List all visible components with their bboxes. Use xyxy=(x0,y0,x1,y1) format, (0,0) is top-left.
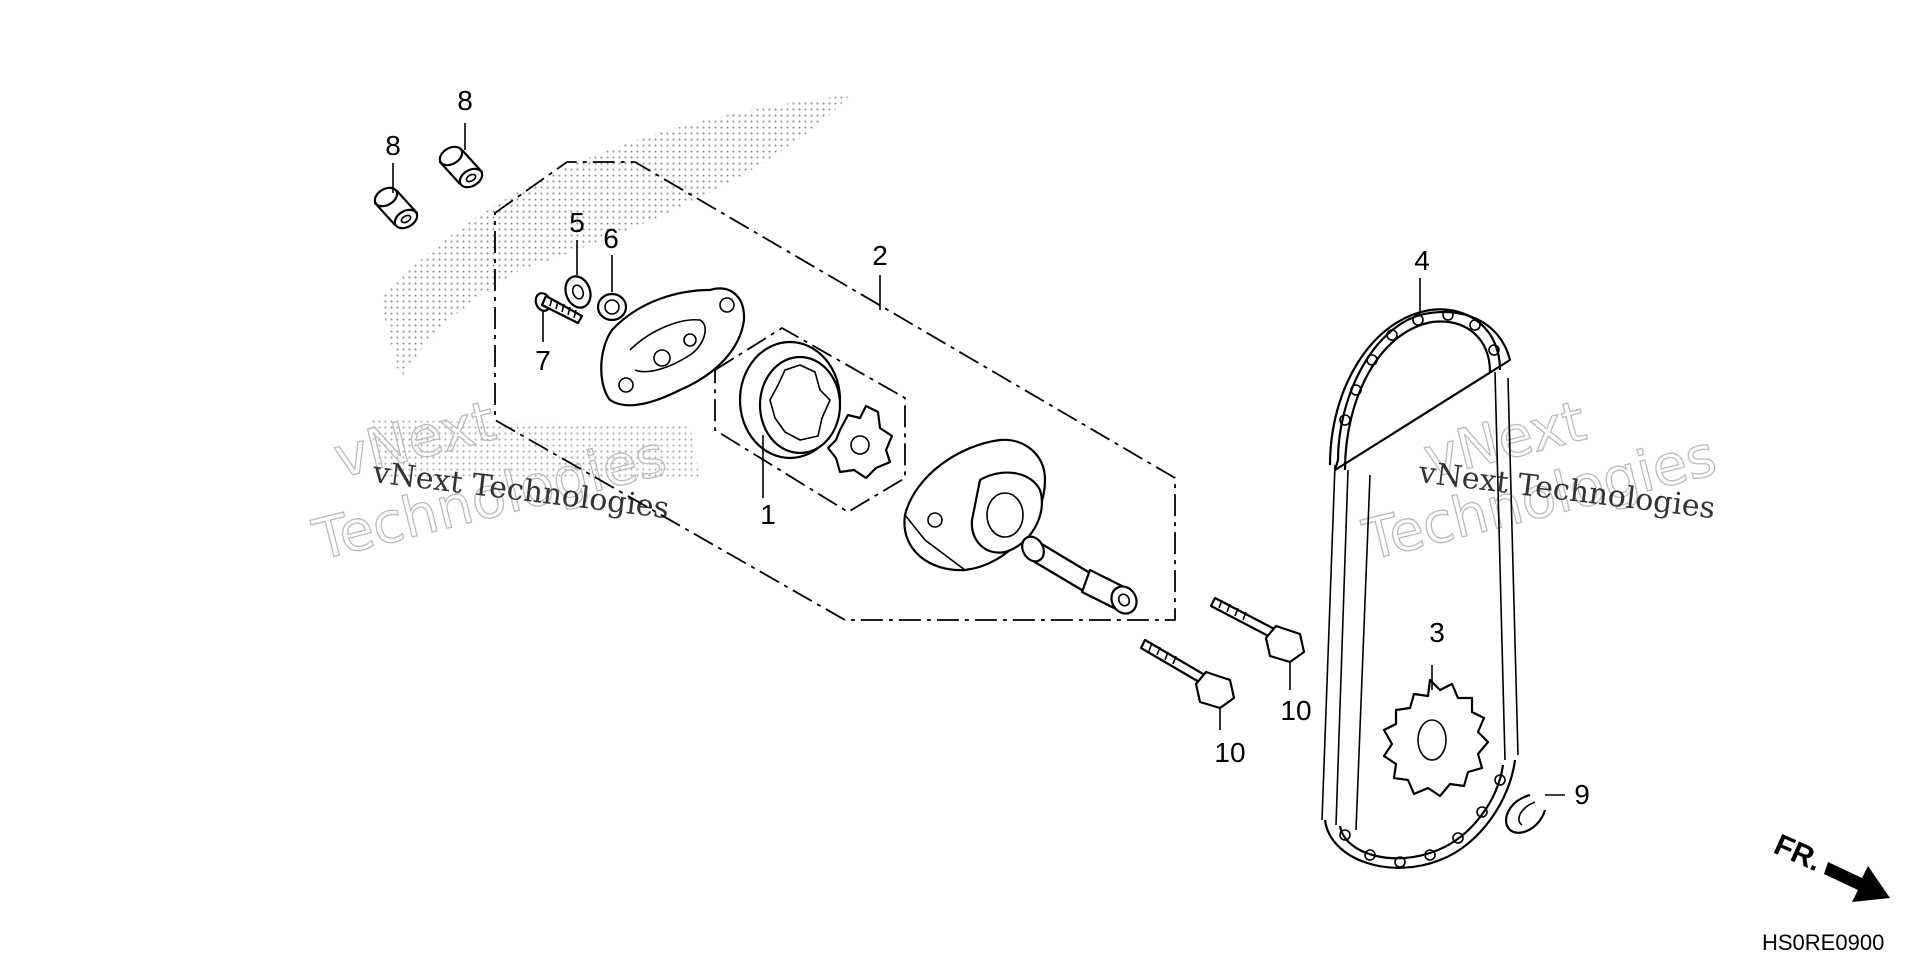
watermark-left: vNext Technologies vNext Technologies xyxy=(306,388,673,574)
lock-washer xyxy=(564,275,592,309)
dowel-pin-lower xyxy=(373,186,419,230)
callout-2: 2 xyxy=(872,240,888,271)
sprocket xyxy=(1382,678,1490,798)
callout-8-lower: 8 xyxy=(385,130,401,161)
stipple-shading xyxy=(370,95,850,480)
leader-lines xyxy=(392,123,1565,796)
flange-bolt-lower xyxy=(1139,638,1236,710)
callout-9: 9 xyxy=(1574,779,1590,810)
callout-6: 6 xyxy=(603,223,619,254)
pump-body xyxy=(903,438,1047,572)
callout-4: 4 xyxy=(1414,245,1430,276)
pump-shaft xyxy=(1021,535,1138,615)
pump-assembly-boundary xyxy=(494,161,1176,621)
front-label: FR. xyxy=(1769,828,1827,878)
inner-rotor xyxy=(826,404,894,480)
dowel-pin-upper xyxy=(438,145,484,189)
outer-rotor xyxy=(738,340,842,460)
callout-8-upper: 8 xyxy=(457,85,473,116)
callout-10-upper: 10 xyxy=(1280,695,1311,726)
callout-3: 3 xyxy=(1429,617,1445,648)
front-direction-indicator: FR. xyxy=(1769,828,1890,902)
pump-cover xyxy=(600,287,746,407)
screw xyxy=(534,292,584,325)
flange-bolt-upper xyxy=(1209,596,1306,664)
callout-10-lower: 10 xyxy=(1214,737,1245,768)
rotor-set-boundary xyxy=(714,326,906,514)
watermark-right: vNext Technologies vNext Technologies xyxy=(1356,388,1723,574)
chain-links xyxy=(1339,309,1506,868)
diagram-code: HS0RE0900 xyxy=(1762,930,1884,955)
o-ring xyxy=(596,292,628,322)
front-arrow-icon xyxy=(1824,862,1890,902)
callout-7: 7 xyxy=(535,345,551,376)
drive-chain xyxy=(1321,308,1519,869)
callout-5: 5 xyxy=(569,207,585,238)
snap-ring xyxy=(1505,793,1547,834)
callouts: 1 2 3 4 5 6 7 8 8 9 10 10 xyxy=(385,85,1590,810)
callout-1: 1 xyxy=(760,499,776,530)
